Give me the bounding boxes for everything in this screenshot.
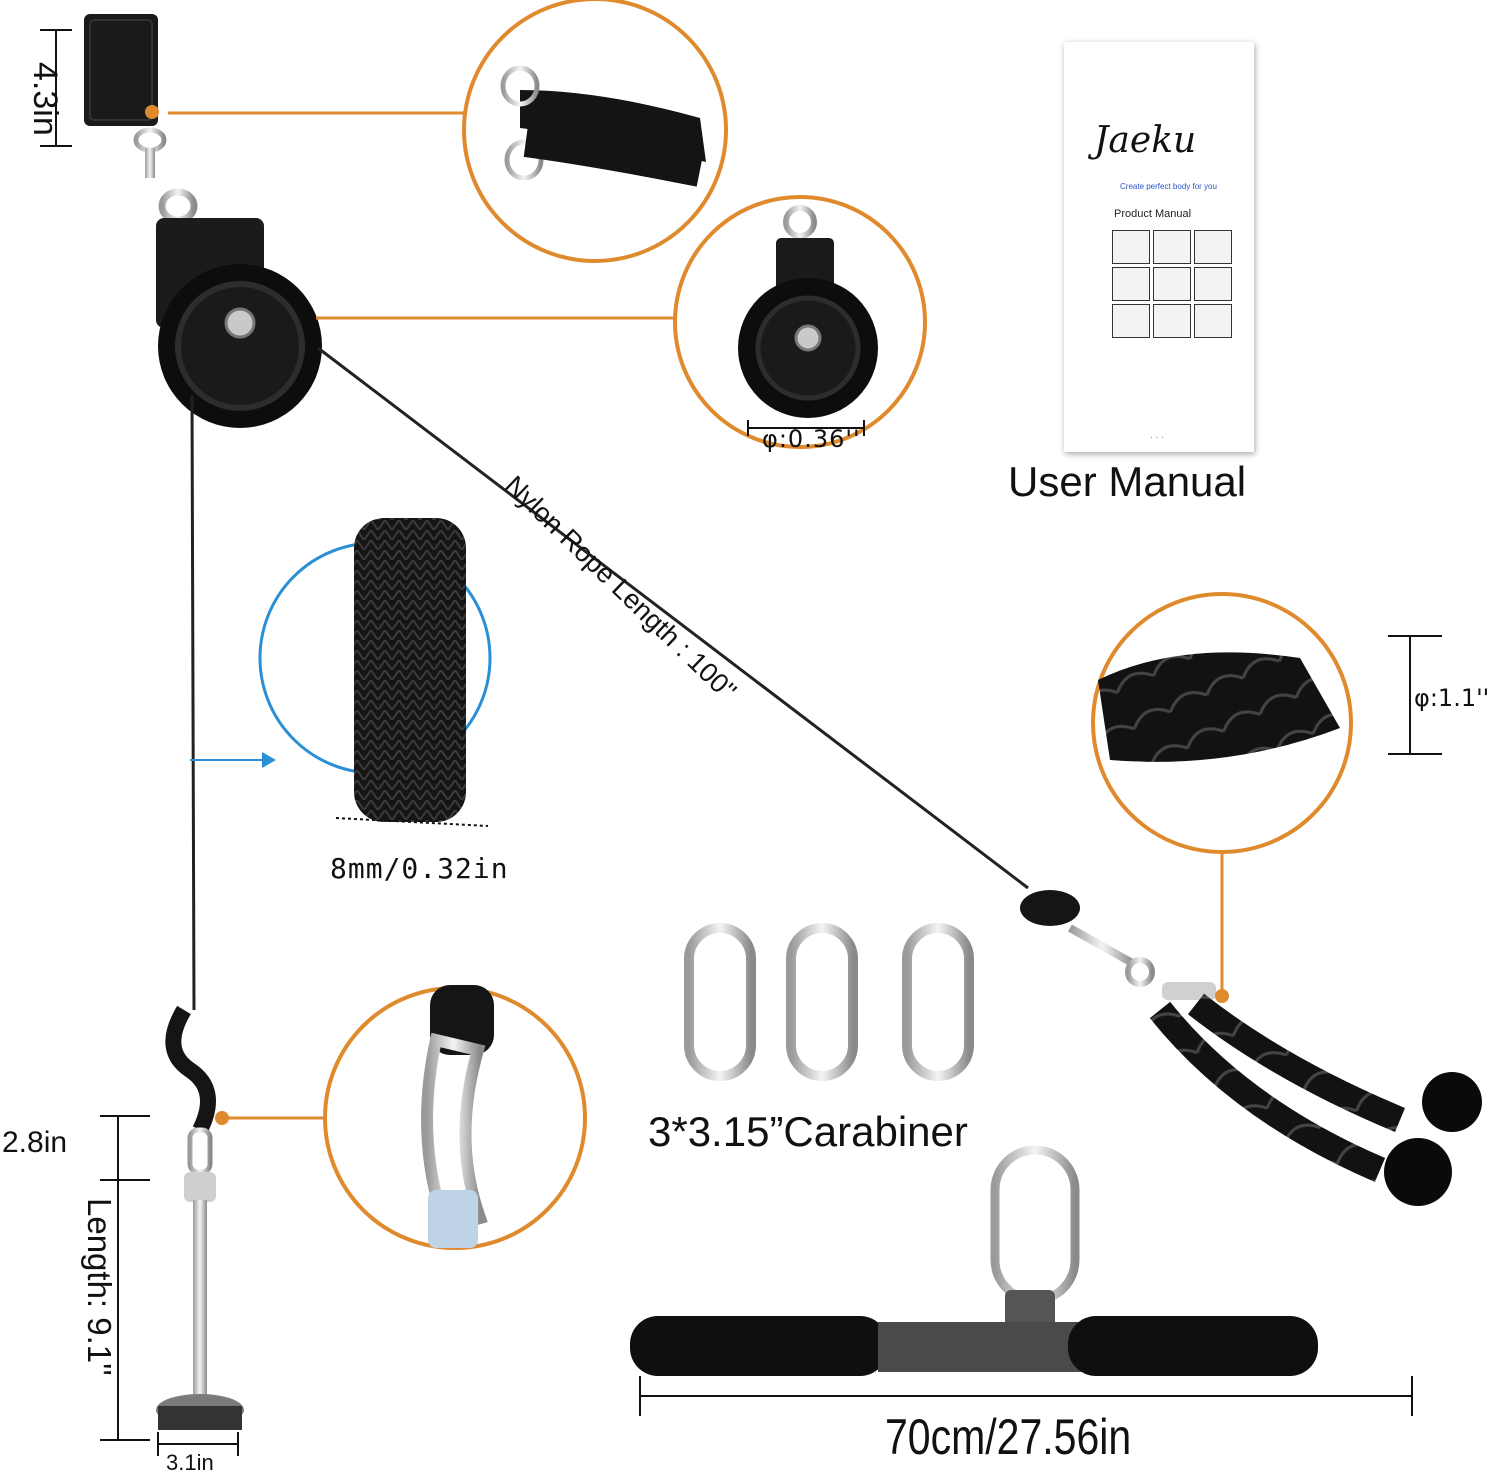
hook-callout <box>323 985 587 1250</box>
pulley-diameter-label: φ:0.36'' <box>762 425 861 453</box>
pulley-callout <box>673 195 927 449</box>
tricep-rope-icon <box>1020 890 1482 1206</box>
manual-title: Product Manual <box>1114 208 1192 220</box>
tricep-rope-diameter-label: φ:1.1'' <box>1414 684 1490 712</box>
carabiner-label: 3*3.15”Carabiner <box>648 1108 968 1155</box>
manual-exercise-grid <box>1112 230 1232 338</box>
user-manual-card: Jaeku Create perfect body for you Produc… <box>1064 42 1254 452</box>
cable-lines <box>190 346 1029 1011</box>
strap-callout <box>462 0 728 263</box>
loading-pin-icon <box>100 1005 244 1456</box>
carabiner-icon <box>684 923 974 1081</box>
bar-handle-icon <box>630 1145 1413 1416</box>
manual-dots: . . . <box>1150 430 1164 441</box>
cord-thickness-label: 8mm/0.32in <box>330 852 509 885</box>
base-diameter-label: 3.1in <box>166 1450 214 1475</box>
pulley-icon <box>156 218 322 428</box>
loading-pin-length-label: Length: 9.1'' <box>81 1198 118 1376</box>
bar-length-label: 70cm/27.56in <box>885 1409 1132 1465</box>
strap-height-dimension <box>40 29 72 147</box>
callout-connectors <box>168 111 1224 1120</box>
user-manual-label: User Manual <box>1008 458 1247 505</box>
strap-icon <box>84 14 198 224</box>
manual-tagline: Create perfect body for you <box>1120 182 1217 191</box>
tricep-rope-callout <box>1091 592 1442 854</box>
manual-brand: Jaeku <box>1094 120 1197 161</box>
strap-height-label: 4.3in <box>26 62 64 136</box>
small-hook-label: 2.8in <box>2 1126 68 1159</box>
cord-callout <box>190 518 492 827</box>
